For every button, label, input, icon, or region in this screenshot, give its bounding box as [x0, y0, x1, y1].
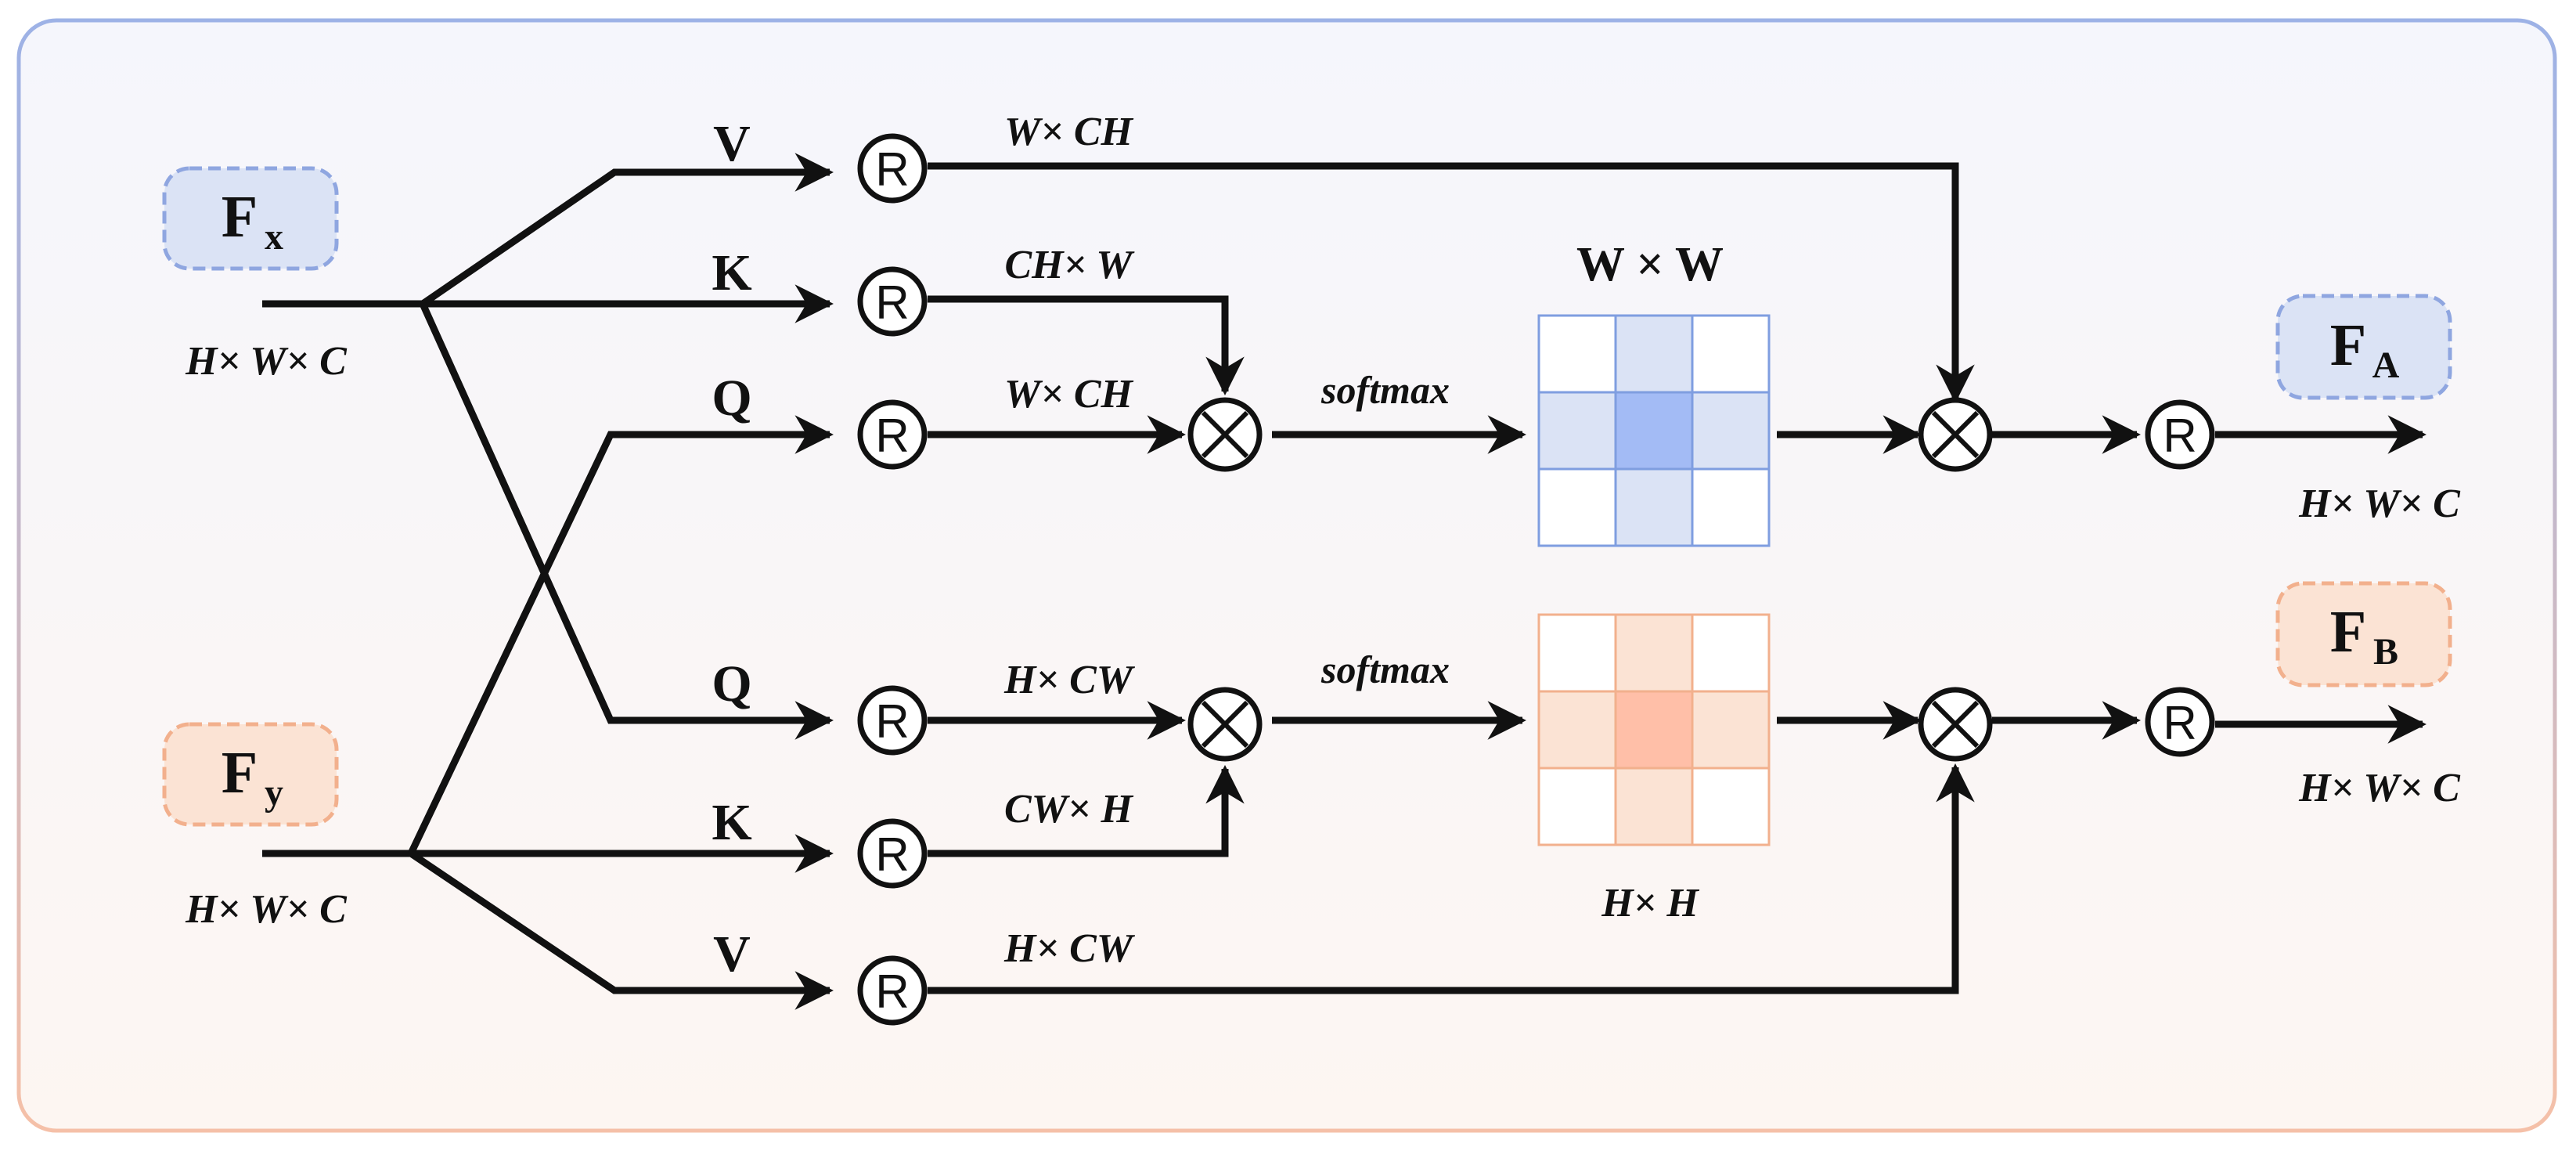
- top-v-dims: W× CH: [1004, 110, 1134, 154]
- bottom-k-label: K: [712, 794, 751, 851]
- bottom-map-cell: [1539, 768, 1616, 845]
- reshape-symbol: R: [875, 828, 909, 881]
- top-map-cell: [1692, 392, 1769, 469]
- reshape-node-top-k: R: [857, 266, 928, 337]
- multiply-node-bottom-v: [1918, 687, 1993, 762]
- fy-dims: H× W× C: [185, 887, 348, 932]
- top-q-label: Q: [712, 370, 751, 427]
- bottom-map-cell: [1616, 768, 1692, 845]
- fx-main: F: [222, 184, 258, 250]
- reshape-node-bottom-k: R: [857, 818, 928, 889]
- reshape-symbol: R: [875, 410, 909, 462]
- output-fa: F A H× W× C: [2275, 294, 2461, 526]
- reshape-symbol: R: [2163, 697, 2196, 749]
- connection-lines: [262, 153, 2426, 1010]
- bottom-map-cell: [1692, 768, 1769, 845]
- top-map-cell: [1539, 316, 1616, 392]
- reshape-node-top-v: R: [857, 133, 928, 204]
- top-v-label: V: [713, 115, 751, 172]
- top-map-cell: [1539, 469, 1616, 546]
- fb-dims: H× W× C: [2298, 766, 2461, 810]
- fy-sub: y: [265, 772, 283, 814]
- top-map-cell: [1616, 469, 1692, 546]
- bottom-attn-title: H× H: [1601, 881, 1699, 925]
- output-fb: F B H× W× C: [2275, 581, 2461, 810]
- fa-box: [2275, 294, 2452, 400]
- bottom-map-cell: [1539, 615, 1616, 691]
- fy-main: F: [222, 740, 258, 806]
- top-q-dims: W× CH: [1004, 372, 1134, 417]
- bottom-k-dims: CW× H: [1004, 787, 1134, 832]
- bottom-map-cell: [1692, 615, 1769, 691]
- bottom-map-cell: [1616, 615, 1692, 691]
- reshape-symbol: R: [875, 143, 909, 196]
- fx-dims: H× W× C: [185, 339, 348, 384]
- reshape-node-bottom-q: R: [857, 685, 928, 756]
- fa-main: F: [2330, 312, 2366, 378]
- top-map-cell: [1539, 392, 1616, 469]
- top-softmax-label: softmax: [1320, 368, 1450, 412]
- input-fy: F y H× W× C: [162, 722, 348, 932]
- top-map-center-cell: [1616, 392, 1692, 469]
- top-map-cell: [1616, 316, 1692, 392]
- bottom-map-center-cell: [1616, 691, 1692, 768]
- multiply-node-top-v: [1918, 397, 1993, 472]
- reshape-nodes: R R R R R R R R: [857, 133, 2215, 1026]
- top-attention-map: [1537, 314, 1771, 547]
- bottom-q-dims: H× CW: [1003, 658, 1136, 702]
- diagram-frame: [16, 18, 2557, 1133]
- bottom-map-cell: [1539, 691, 1616, 768]
- top-k-label: K: [712, 244, 751, 301]
- fy-box: [162, 722, 339, 827]
- fx-sub: x: [265, 216, 283, 258]
- branch-labels: V K Q Q K V: [712, 115, 751, 983]
- bottom-attention-map: [1537, 613, 1771, 846]
- reshape-symbol: R: [875, 276, 909, 329]
- fa-sub: A: [2372, 345, 2400, 386]
- fb-sub: B: [2373, 631, 2398, 673]
- bottom-q-label: Q: [712, 655, 751, 713]
- bottom-map-cell: [1692, 691, 1769, 768]
- reshape-symbol: R: [875, 695, 909, 748]
- top-map-cell: [1692, 316, 1769, 392]
- reshape-symbol: R: [2163, 410, 2196, 462]
- reshape-node-top-q: R: [857, 399, 928, 470]
- fa-dims: H× W× C: [2298, 482, 2461, 526]
- multiply-nodes: [1187, 397, 1993, 762]
- multiply-node-bottom-qk: [1187, 687, 1263, 762]
- multiply-node-top-qk: [1187, 397, 1263, 472]
- top-attn-title: W × W: [1576, 238, 1724, 291]
- reshape-node-output-b: R: [2145, 687, 2215, 757]
- reshape-node-output-a: R: [2145, 399, 2215, 470]
- fb-box: [2275, 581, 2452, 687]
- reshape-node-bottom-v: R: [857, 955, 928, 1026]
- input-fx: F x H× W× C: [162, 166, 348, 384]
- bottom-v-label: V: [713, 925, 751, 983]
- top-map-cell: [1692, 469, 1769, 546]
- fx-box: [162, 166, 339, 271]
- bottom-v-dims: H× CW: [1003, 926, 1136, 971]
- bottom-softmax-label: softmax: [1320, 648, 1450, 691]
- dimension-labels: W× CH CH× W W× CH H× CW CW× H H× CW soft…: [1003, 110, 1724, 971]
- fb-main: F: [2330, 599, 2366, 665]
- reshape-symbol: R: [875, 965, 909, 1018]
- top-k-dims: CH× W: [1004, 243, 1135, 287]
